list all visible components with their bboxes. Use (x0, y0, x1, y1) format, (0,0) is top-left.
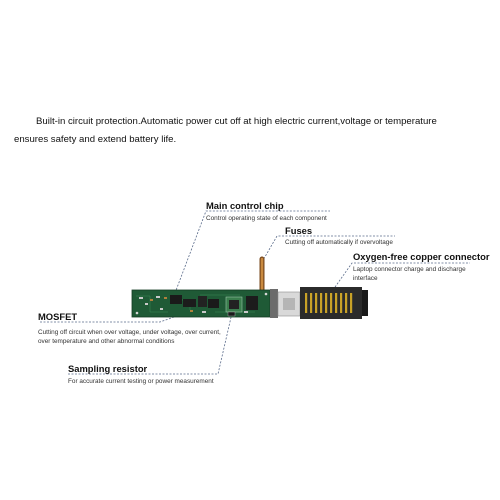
callout-connector: Oxygen-free copper connector (353, 251, 490, 262)
copper-connector (270, 287, 368, 319)
callout-sampling: Sampling resistor (68, 363, 147, 374)
sampling-title: Sampling resistor (68, 363, 148, 374)
fuses-desc: Cutting off automatically if overvoltage (285, 239, 393, 246)
main-control-chip (170, 295, 182, 304)
main-chip-title: Main control chip (206, 200, 284, 211)
callout-mosfet: MOSFET (38, 311, 77, 322)
mosfet-desc-line-1: Cutting off circuit when over voltage, u… (38, 329, 221, 336)
fuses-title: Fuses (285, 225, 313, 236)
sampling-resistor (227, 311, 236, 317)
leader-lines (40, 210, 470, 375)
intro-text: Built-in circuit protection.Automatic po… (14, 113, 500, 149)
intro-line-1: Built-in circuit protection.Automatic po… (36, 116, 437, 127)
connector-desc: Laptop connector charge and discharge in… (353, 265, 466, 283)
leader-sampling (68, 312, 233, 375)
connector-title: Oxygen-free copper connector (353, 251, 490, 262)
pcb-board (131, 289, 271, 318)
leader-connector (332, 262, 470, 291)
leader-mosfet (40, 304, 209, 323)
intro-line-2: ensures safety and extend battery life. (14, 134, 177, 145)
callout-main-chip: Main control chip (206, 200, 284, 211)
leader-main-chip (174, 210, 330, 294)
connector-desc-line-2: interface (353, 275, 378, 282)
mosfet-desc: Cutting off circuit when over voltage, u… (38, 328, 221, 346)
callout-fuses: Fuses (285, 225, 312, 236)
mosfet-chip (208, 299, 219, 308)
connector-desc-line-1: Laptop connector charge and discharge (353, 266, 466, 273)
leader-fuses (261, 235, 395, 263)
mosfet-title: MOSFET (38, 311, 78, 322)
main-chip-desc: Control operating state of each componen… (206, 215, 327, 222)
sampling-desc: For accurate current testing or power me… (68, 378, 214, 385)
mosfet-desc-line-2: over temperature and other abnormal cond… (38, 338, 175, 345)
